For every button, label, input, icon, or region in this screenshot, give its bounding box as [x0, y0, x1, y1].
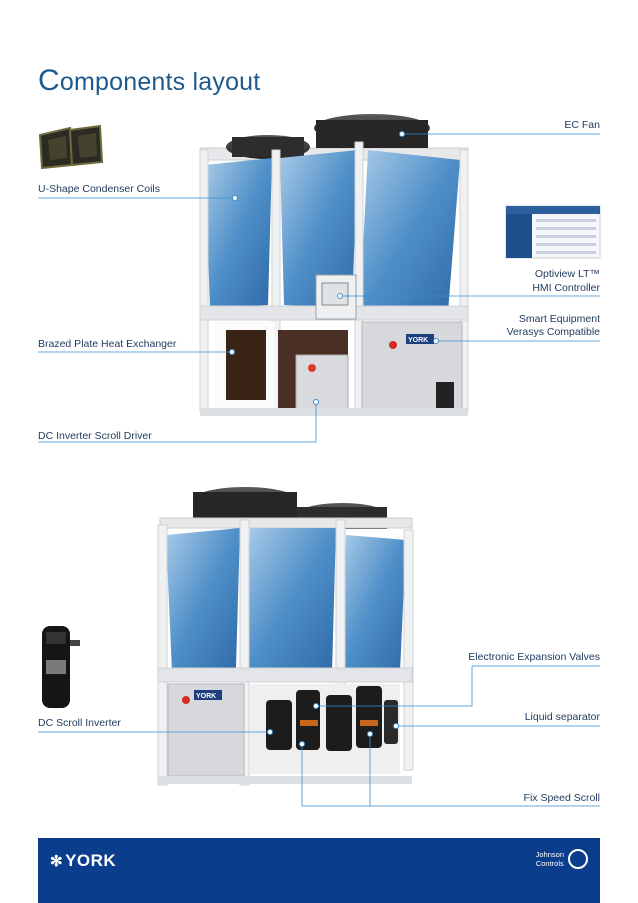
- hmi-screen-image: [505, 205, 601, 259]
- label-smart-equipment-line2: Verasys Compatible: [506, 326, 600, 338]
- svg-text:YORK: YORK: [196, 693, 216, 700]
- chiller-unit-top: YORK: [199, 114, 469, 416]
- label-ec-fan: EC Fan: [564, 119, 600, 131]
- label-optiview-line1: Optiview LT™: [534, 268, 600, 280]
- scroll-compressor-image: [42, 626, 80, 708]
- callout-dots: [229, 131, 439, 747]
- york-logo: ✻YORK: [50, 851, 117, 870]
- label-liquid-separator: Liquid separator: [524, 711, 600, 723]
- svg-text:YORK: YORK: [408, 337, 428, 344]
- condenser-coil-image: [38, 124, 104, 170]
- label-fix-speed-scroll: Fix Speed Scroll: [523, 792, 600, 804]
- chiller-unit-bottom: YORK: [157, 487, 414, 786]
- label-smart-equipment-line1: Smart Equipment: [518, 313, 600, 325]
- label-optiview-line2: HMI Controller: [532, 282, 600, 294]
- label-u-shape-coils: U-Shape Condenser Coils: [38, 183, 160, 195]
- label-dc-inverter-driver: DC Inverter Scroll Driver: [38, 430, 152, 442]
- label-expansion-valves: Electronic Expansion Valves: [468, 651, 600, 663]
- jc-circle-icon: [568, 849, 588, 869]
- label-dc-scroll-inverter: DC Scroll Inverter: [38, 717, 121, 729]
- snowflake-icon: ✻: [50, 853, 64, 870]
- callout-lines: [38, 133, 600, 807]
- label-brazed-plate: Brazed Plate Heat Exchanger: [38, 338, 177, 350]
- page-title: Components layout: [38, 64, 261, 97]
